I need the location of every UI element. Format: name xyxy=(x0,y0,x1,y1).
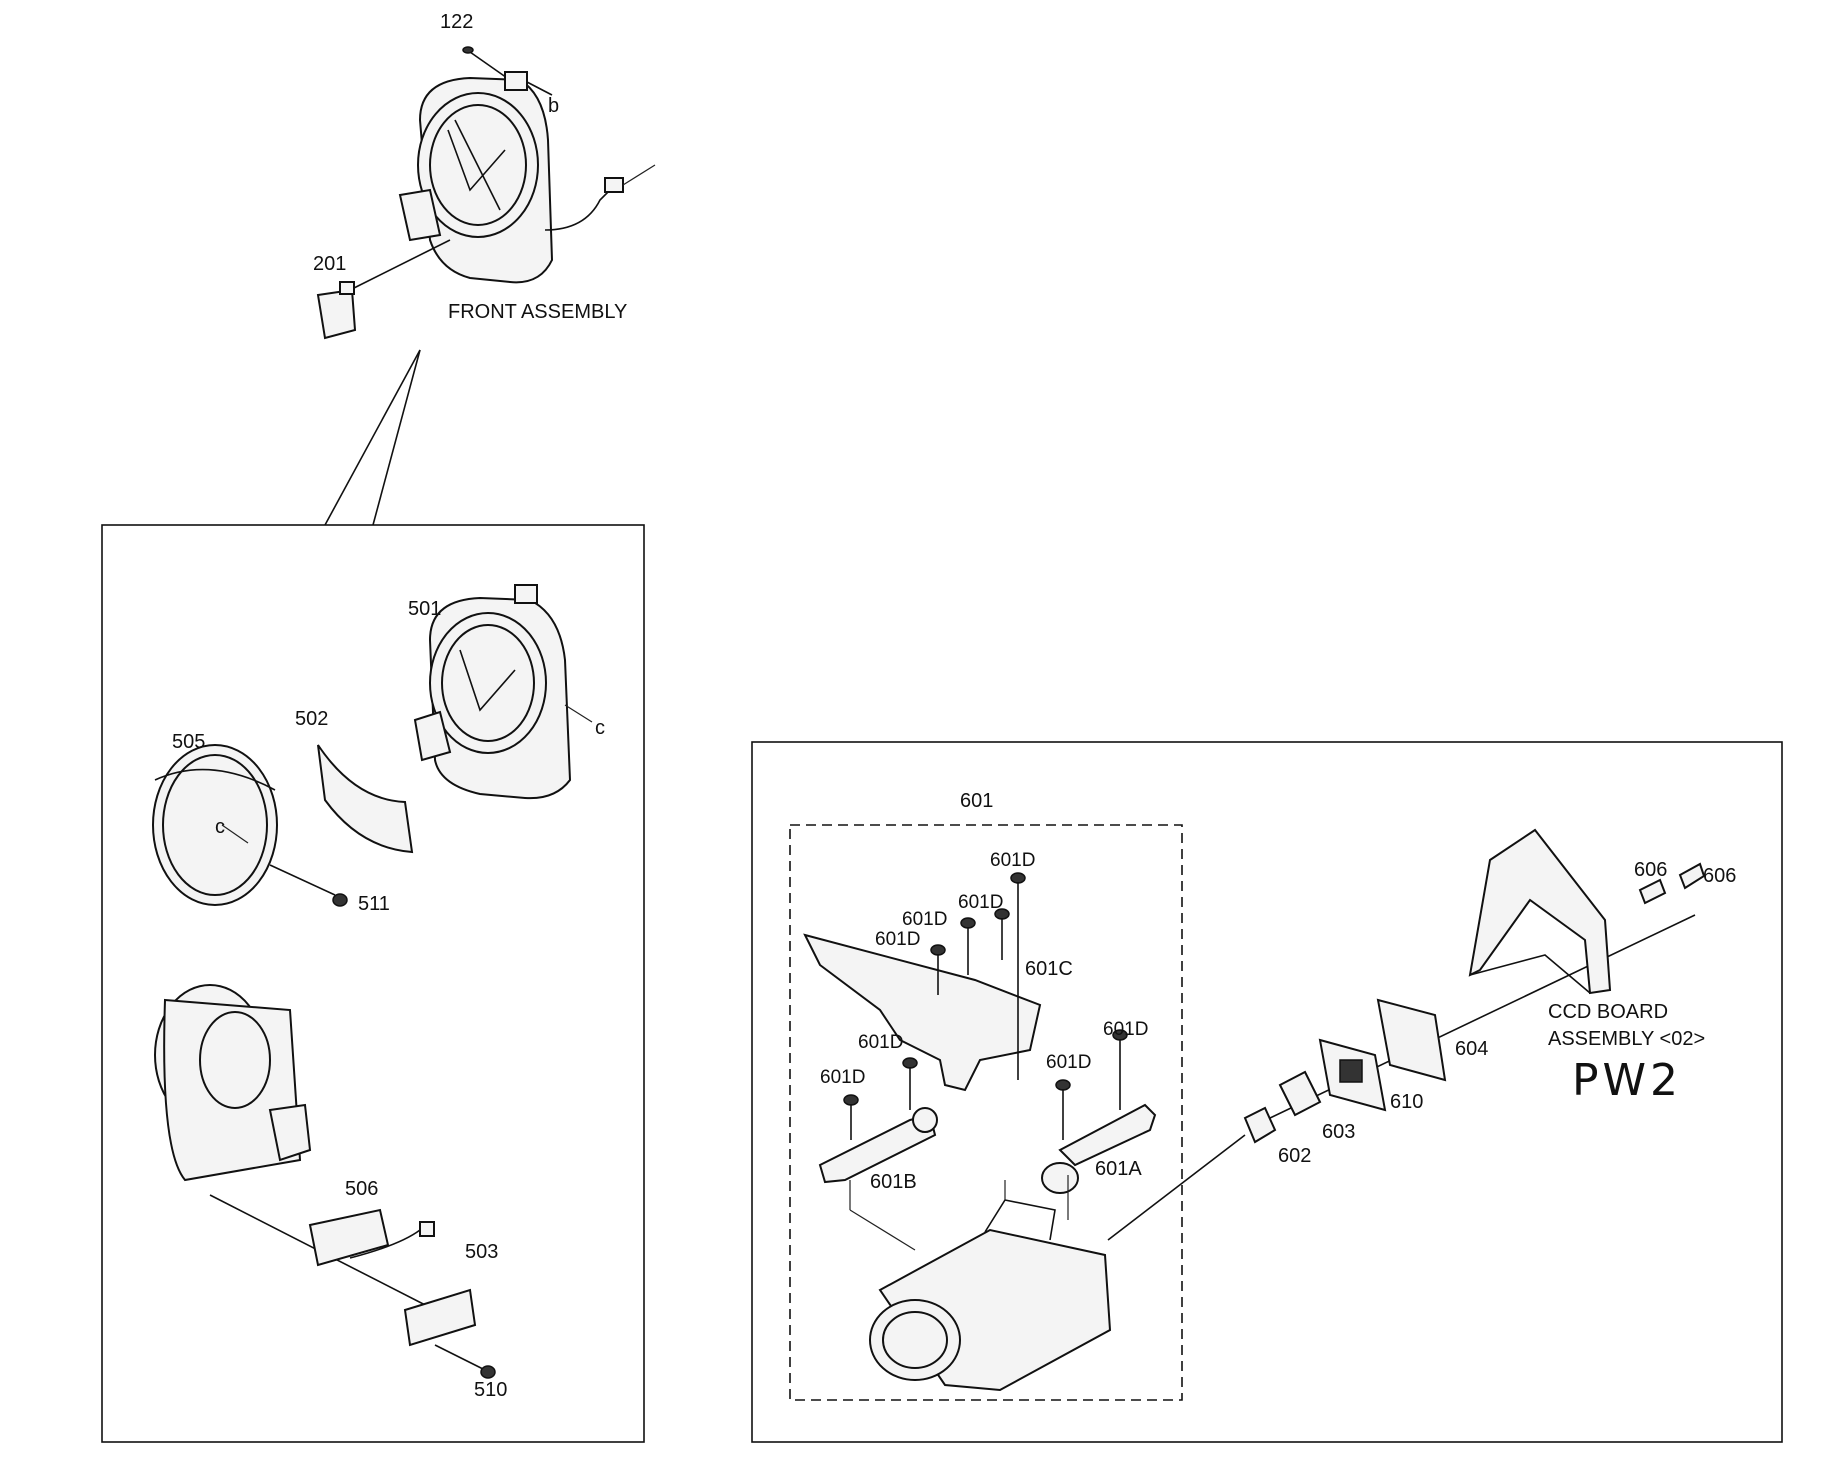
ccd-parts xyxy=(803,828,1706,1392)
label-606-1: 606 xyxy=(1634,859,1667,881)
label-601D-4: 601D xyxy=(875,929,920,950)
label-601C: 601C xyxy=(1025,958,1073,980)
label-606-2: 606 xyxy=(1703,865,1736,887)
lens-frame-detail-box xyxy=(101,524,645,1443)
label-601: 601 xyxy=(960,790,993,812)
label-506: 506 xyxy=(345,1178,378,1200)
label-601D-1: 601D xyxy=(990,850,1035,871)
ccd-detail-box xyxy=(751,741,1783,1443)
label-201: 201 xyxy=(313,253,346,275)
label-c-right: c xyxy=(595,717,605,739)
front-assembly-drawing xyxy=(316,46,656,340)
label-602: 602 xyxy=(1278,1145,1311,1167)
label-505: 505 xyxy=(172,731,205,753)
label-604: 604 xyxy=(1455,1038,1488,1060)
label-c-left: c xyxy=(215,816,225,838)
label-503: 503 xyxy=(465,1241,498,1263)
ccd-board-label-line2: ASSEMBLY <02> xyxy=(1548,1028,1705,1050)
handwritten-note: PW2 xyxy=(1572,1055,1682,1106)
label-510: 510 xyxy=(474,1379,507,1401)
label-601D-8: 601D xyxy=(820,1067,865,1088)
label-b: b xyxy=(548,95,559,117)
label-601D-6: 601D xyxy=(858,1032,903,1053)
projection-line-left xyxy=(324,349,421,526)
label-601B: 601B xyxy=(870,1171,917,1193)
label-601D-7: 601D xyxy=(1046,1052,1091,1073)
ccd-board-label-line1: CCD BOARD xyxy=(1548,1001,1668,1023)
label-122: 122 xyxy=(440,11,473,33)
projection-line-right xyxy=(372,349,421,526)
label-610: 610 xyxy=(1390,1091,1423,1113)
group-601-dashed-box xyxy=(789,824,1183,1401)
label-601D-3: 601D xyxy=(902,909,947,930)
label-511: 511 xyxy=(358,893,390,915)
lens-frame-parts xyxy=(152,584,593,1379)
label-601D-5: 601D xyxy=(1103,1019,1148,1040)
label-601D-2: 601D xyxy=(958,892,1003,913)
label-501: 501 xyxy=(408,598,441,620)
label-502: 502 xyxy=(295,708,328,730)
label-601A: 601A xyxy=(1095,1158,1142,1180)
front-assembly-label: FRONT ASSEMBLY xyxy=(448,301,627,323)
label-603: 603 xyxy=(1322,1121,1355,1143)
